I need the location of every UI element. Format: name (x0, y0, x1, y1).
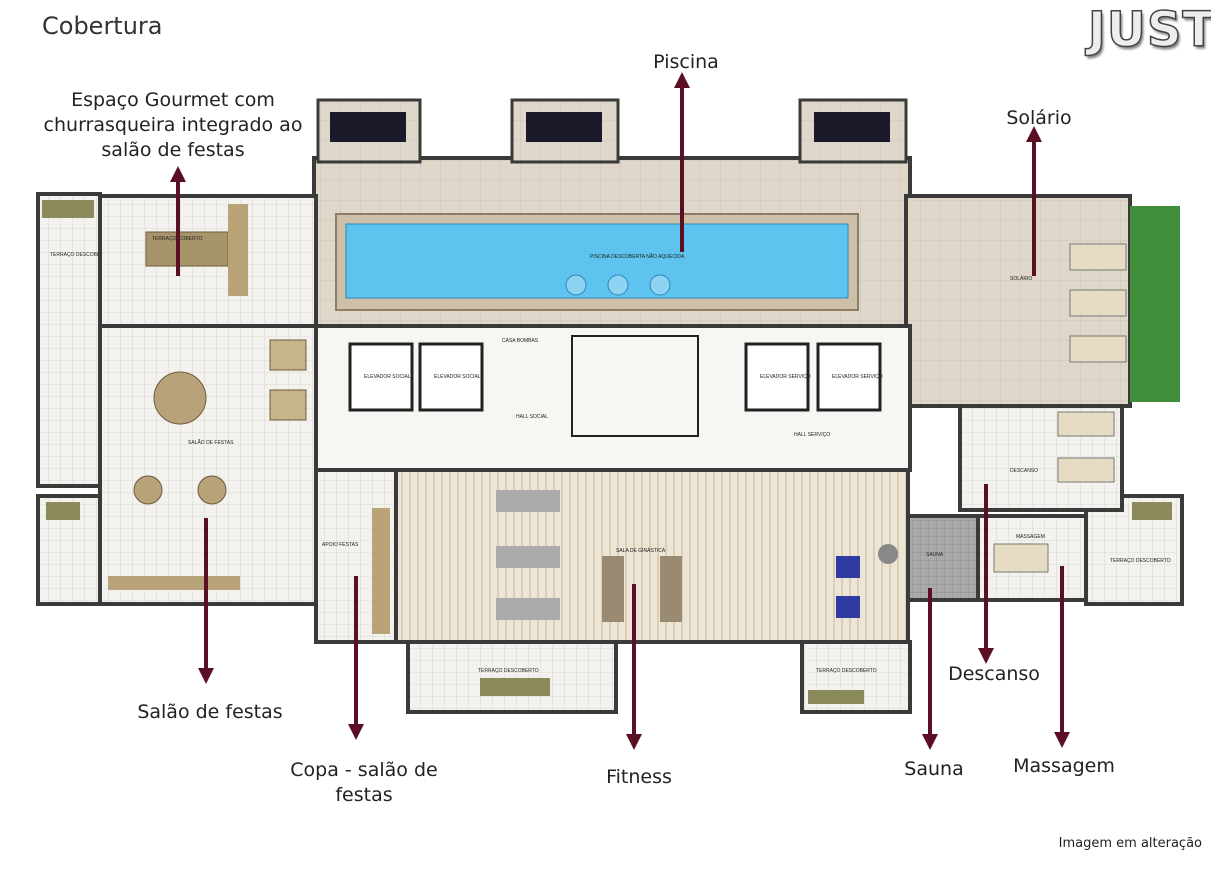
terrace-se: TERRAÇO DESCOBERTO (1084, 494, 1184, 606)
pool: PISCINA DESCOBERTA NÃO AQUECIDA (335, 213, 859, 311)
svg-text:SALA DE GINÁSTICA: SALA DE GINÁSTICA (616, 547, 666, 554)
terrace-sw (36, 494, 102, 606)
footer-note: Imagem em alteração (1058, 836, 1202, 851)
fitness-room: SALA DE GINÁSTICA (394, 468, 910, 644)
svg-text:TERRAÇO DESCOBERTO: TERRAÇO DESCOBERTO (478, 668, 539, 674)
svg-text:SAUNA: SAUNA (926, 552, 944, 558)
core: ELEVADOR SOCIAL ELEVADOR SOCIAL ELEVADOR… (314, 324, 912, 472)
label-fitness: Fitness (606, 766, 672, 788)
svg-text:CASA BOMBAS: CASA BOMBAS (502, 338, 539, 344)
label-descanso: Descanso (948, 663, 1040, 685)
label-massagem: Massagem (1013, 755, 1115, 777)
svg-text:APOIO FESTAS: APOIO FESTAS (322, 542, 359, 548)
svg-text:SOLÁRIO: SOLÁRIO (1010, 275, 1032, 282)
svg-text:SALÃO DE FESTAS: SALÃO DE FESTAS (188, 439, 234, 446)
svg-text:ELEVADOR SOCIAL: ELEVADOR SOCIAL (364, 374, 411, 380)
svg-text:PISCINA DESCOBERTA NÃO AQUECID: PISCINA DESCOBERTA NÃO AQUECIDA (590, 253, 685, 260)
svg-text:ELEVADOR SERVIÇO: ELEVADOR SERVIÇO (832, 374, 883, 380)
svg-text:TERRAÇO DESCOBERTO: TERRAÇO DESCOBERTO (50, 252, 111, 258)
svg-text:ELEVADOR SOCIAL: ELEVADOR SOCIAL (434, 374, 481, 380)
label-gourmet: Espaço Gourmet com churrasqueira integra… (43, 89, 303, 161)
just-logo: JUST (1087, 1, 1211, 59)
label-copa: Copa - salão de festas (290, 759, 438, 806)
label-solario: Solário (1006, 107, 1072, 129)
terrace-s1: TERRAÇO DESCOBERTO (406, 640, 618, 714)
terrace-s2: TERRAÇO DESCOBERTO (800, 640, 912, 714)
gourmet-room: TERRAÇO COBERTO (98, 194, 318, 328)
svg-text:HALL SERVIÇO: HALL SERVIÇO (794, 432, 830, 438)
annotation-arrows (170, 72, 1070, 750)
copa-room: APOIO FESTAS (314, 468, 398, 644)
terrace-nw: TERRAÇO DESCOBERTO (36, 192, 111, 488)
svg-text:ELEVADOR SERVIÇO: ELEVADOR SERVIÇO (760, 374, 811, 380)
label-piscina: Piscina (653, 51, 719, 73)
svg-text:MASSAGEM: MASSAGEM (1016, 534, 1045, 540)
svg-text:DESCANSO: DESCANSO (1010, 468, 1038, 474)
svg-text:HALL SOCIAL: HALL SOCIAL (516, 414, 548, 420)
label-sauna: Sauna (904, 758, 964, 780)
page-title: Cobertura (42, 12, 163, 40)
svg-text:TERRAÇO DESCOBERTO: TERRAÇO DESCOBERTO (816, 668, 877, 674)
svg-text:TERRAÇO DESCOBERTO: TERRAÇO DESCOBERTO (1110, 558, 1171, 564)
label-salao-festas: Salão de festas (137, 701, 283, 723)
